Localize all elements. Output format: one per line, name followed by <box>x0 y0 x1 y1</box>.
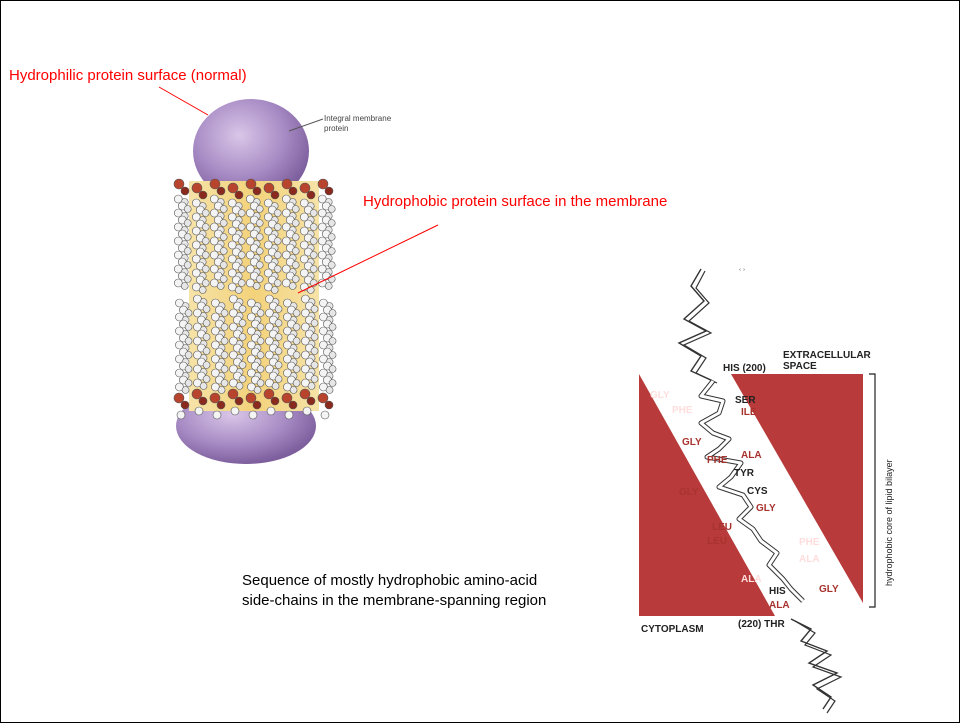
residue-ala-4: ALA <box>769 600 790 611</box>
residue-ala-2: ALA <box>799 554 820 565</box>
residue-phe-2: PHE <box>707 455 728 466</box>
bracket-label: hydrophobic core of lipid bilayer <box>884 459 894 586</box>
bilayer-bracket <box>869 374 875 607</box>
residue-gly-4: GLY <box>756 503 776 514</box>
residue-gly-1: GLY <box>650 390 670 401</box>
residue-tyr: TYR <box>734 468 755 479</box>
helix-backbone-bottom-2 <box>795 621 841 713</box>
residue-thr-220: (220) THR <box>738 619 785 630</box>
helix-top-squiggle: ʿʾ <box>738 266 746 280</box>
sequence-caption: Sequence of mostly hydrophobic amino-aci… <box>242 571 546 611</box>
residue-phe-1: PHE <box>672 405 693 416</box>
extracellular-label-line2: SPACE <box>783 361 817 372</box>
residue-leu-2: LEU <box>707 536 727 547</box>
residue-his: HIS <box>769 586 786 597</box>
residue-leu-1: LEU <box>712 522 732 533</box>
residue-cys: CYS <box>747 486 768 497</box>
caption-line-1: Sequence of mostly hydrophobic amino-aci… <box>242 571 546 591</box>
residue-gly-5: GLY <box>819 584 839 595</box>
residue-ala-3: ALA <box>741 574 762 585</box>
residue-phe-3: PHE <box>799 537 820 548</box>
residue-his-200: HIS (200) <box>723 363 766 374</box>
helix-backbone-top-2 <box>684 271 717 383</box>
residue-ile: ILE <box>741 407 757 418</box>
residue-gly-3: GLY <box>679 487 699 498</box>
caption-line-2: side-chains in the membrane-spanning reg… <box>242 591 546 611</box>
residue-ser: SER <box>735 395 756 406</box>
residue-gly-2: GLY <box>682 437 702 448</box>
extracellular-label-line1: EXTRACELLULAR <box>783 350 872 361</box>
cytoplasm-label: CYTOPLASM <box>641 624 704 635</box>
residue-ala-1: ALA <box>741 450 762 461</box>
